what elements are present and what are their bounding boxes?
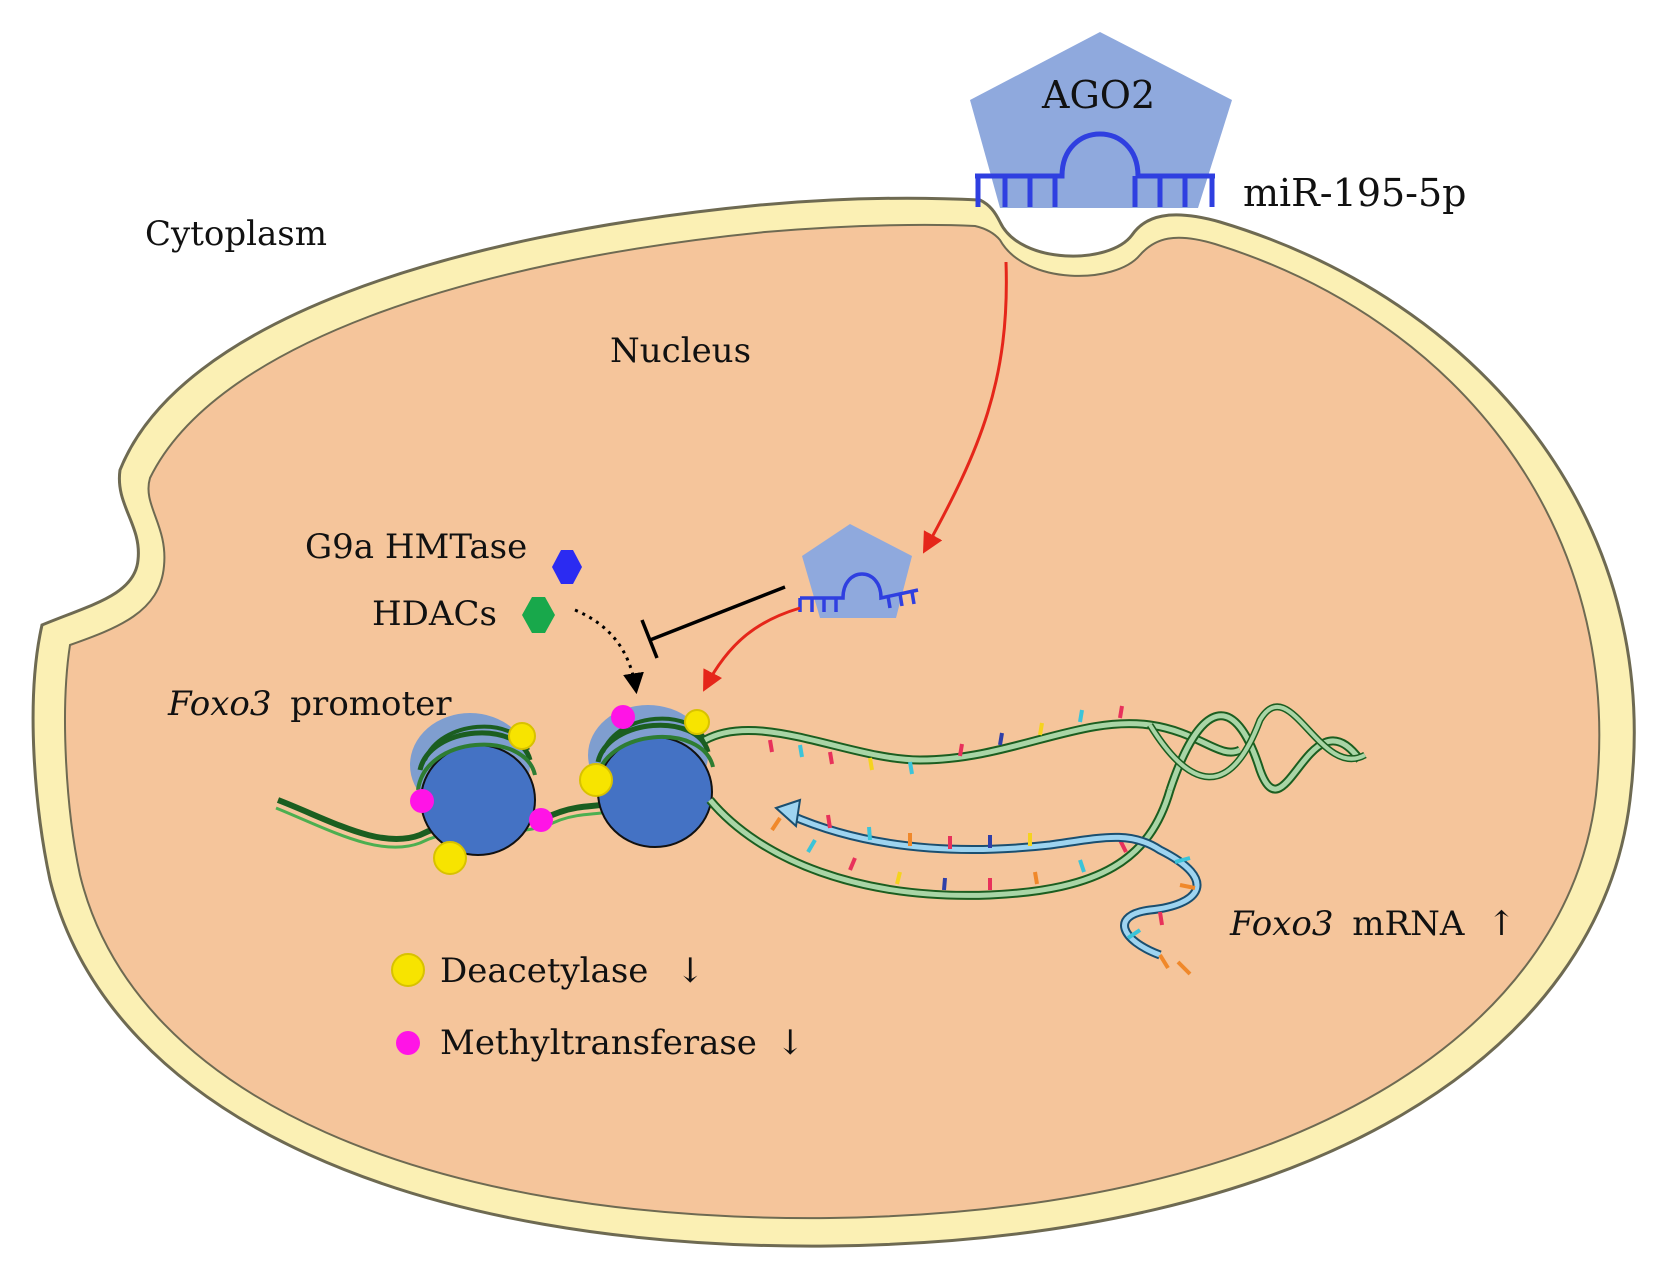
mrna-label: Foxo3 mRNA ↑ — [1229, 904, 1516, 944]
hdacs-hexagon-icon — [522, 597, 555, 633]
promoter-label: Foxo3 promoter — [167, 684, 452, 724]
nucleus-label: Nucleus — [610, 331, 751, 371]
g9a-hexagon-icon — [552, 550, 582, 584]
mirna-strand-icon — [975, 131, 1215, 207]
ago2-label: AGO2 — [1041, 73, 1155, 117]
dna-transcription-bubble — [702, 703, 1367, 900]
legend-item-deacetylase: Deacetylase ↓ — [391, 951, 705, 991]
legend-item-methyltransferase: Methyltransferase ↓ — [396, 1023, 805, 1063]
import-arrow — [922, 261, 1008, 554]
mrna-up-arrow-icon: ↑ — [1487, 904, 1516, 944]
mrna-5prime-arrow-icon — [774, 798, 802, 828]
ago2-complex-nucleus — [798, 524, 919, 618]
legend-label: Methyltransferase — [440, 1023, 757, 1063]
mirna-label: miR-195-5p — [1243, 171, 1467, 215]
legend: Deacetylase ↓ Methyltransferase ↓ — [391, 951, 805, 1063]
promoter-word: promoter — [290, 684, 452, 724]
mrna-gene-name: Foxo3 — [1229, 904, 1333, 944]
histone-modifications — [410, 705, 710, 875]
cytoplasm-label: Cytoplasm — [145, 214, 327, 254]
hdacs-label: HDACs — [372, 594, 497, 634]
activation-arrow — [703, 606, 801, 692]
g9a-label: G9a HMTase — [305, 527, 527, 567]
mrna-strand — [774, 798, 1202, 976]
magenta-dot-icon — [396, 1031, 420, 1055]
nucleoplasm — [64, 223, 1601, 1220]
promoter-gene-name: Foxo3 — [167, 684, 271, 724]
inhibition-line — [640, 585, 786, 659]
ago2-pentagon — [970, 32, 1232, 208]
legend-label: Deacetylase — [440, 951, 648, 991]
ago2-complex-cytoplasm: AGO2 miR-195-5p — [970, 32, 1467, 215]
legend-arrow-icon: ↓ — [676, 951, 705, 991]
mrna-word: mRNA — [1352, 904, 1465, 944]
legend-arrow-icon: ↓ — [776, 1023, 805, 1063]
yellow-dot-icon — [391, 953, 425, 987]
